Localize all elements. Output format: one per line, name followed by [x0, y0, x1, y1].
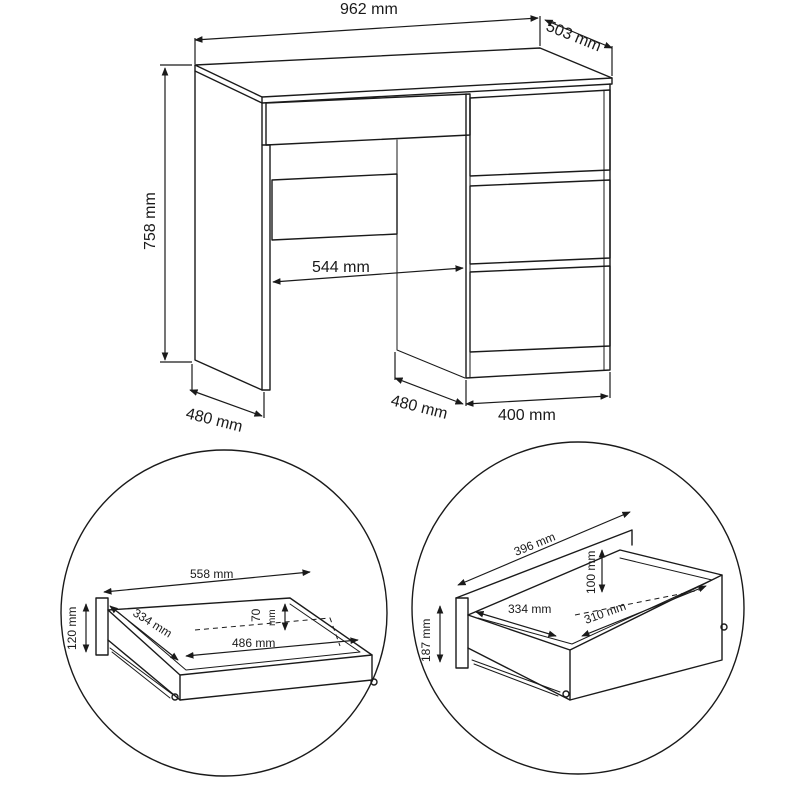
desk-height-label: 758 mm [142, 192, 159, 250]
small-drawer-detail: 558 mm 334 mm 486 mm 120 mm 70 mm [60, 449, 388, 777]
desk-width-label: 962 mm [340, 1, 398, 18]
large-front-height-label: 187 mm [419, 619, 433, 662]
large-inner-height-label: 100 mm [584, 551, 598, 594]
large-drawer-detail: 396 mm 334 mm 310 mm 187 mm 100 mm [411, 441, 745, 775]
knee-space-label: 544 mm [312, 259, 370, 276]
desk-dimensions: 962 mm 503 mm 758 mm 544 mm 480 mm 480 m… [142, 1, 613, 436]
desk-depth-label: 503 mm [544, 18, 604, 55]
small-inner-height-unit: mm [267, 609, 278, 626]
small-outer-width-label: 558 mm [190, 567, 233, 581]
large-outer-width-label: 396 mm [512, 530, 557, 559]
small-inner-width-label: 486 mm [232, 636, 275, 650]
small-front-height-label: 120 mm [65, 607, 79, 650]
desk-drawing [194, 47, 613, 391]
cabinet-width-label: 400 mm [498, 407, 556, 424]
large-inner-width-label: 310 mm [582, 599, 628, 627]
right-depth-label: 480 mm [389, 392, 449, 422]
large-depth-label: 334 mm [508, 602, 551, 616]
small-inner-height-value: 70 [249, 608, 263, 622]
left-depth-label: 480 mm [184, 405, 244, 435]
